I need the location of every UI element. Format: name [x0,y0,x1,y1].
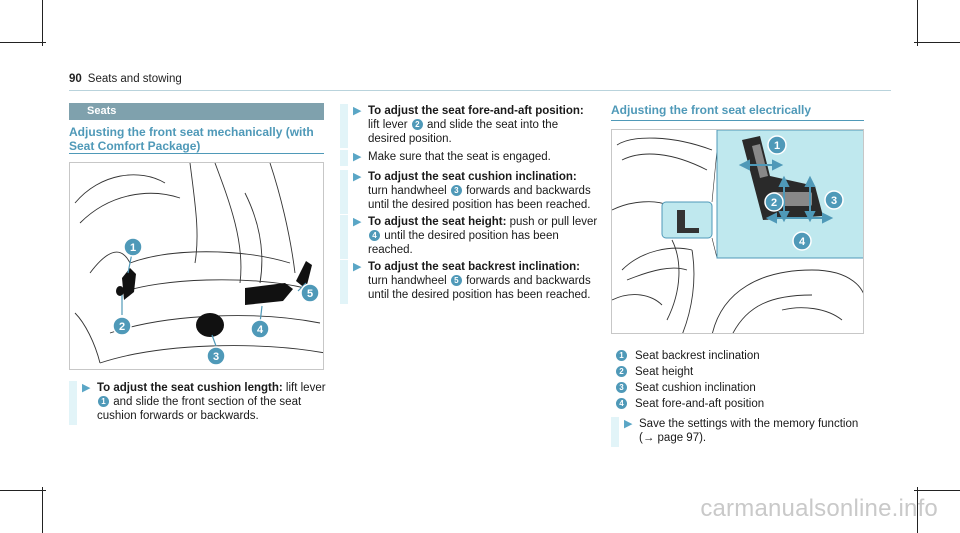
inline-callout: 5 [450,275,462,286]
electric-heading: Adjusting the front seat electrically [611,103,812,117]
inline-callout: 1 [98,396,109,407]
step-text: until the desired position has been [384,230,559,242]
page-reference-link[interactable]: (→ page 97). [639,432,707,444]
step-text: turn handwheel [368,185,447,197]
legend-row: 3 Seat cushion inclination [615,380,764,396]
step-text: forwards and backwards [466,275,591,287]
callout-2: 2 [119,321,125,333]
watermark: carmanualsonline.info [700,495,938,522]
legend-label: Seat fore-and-aft position [635,398,765,410]
callout-4: 4 [257,324,264,336]
step-text: push or pull lever [509,216,598,228]
step-arrow-icon: ▶ [353,105,362,117]
step-engaged: ▶ Make sure that the seat is engaged. [340,150,600,166]
electric-heading-rule [611,120,864,121]
running-head-title: Seats and stowing [87,73,182,85]
mechanical-heading-line1: Adjusting the front seat mechanically (w… [69,125,314,139]
legend-row: 2 Seat height [615,364,764,380]
legend-label: Seat cushion inclination [635,382,756,394]
inline-callout: 4 [369,230,380,241]
step-text: turn handwheel [368,275,447,287]
step-text: reached. [368,244,413,256]
legend-label: Seat backrest inclination [635,350,760,362]
door-panel-drawing: 1 2 3 4 [612,130,863,333]
step-fore-aft: ▶ To adjust the seat fore-and-aft positi… [340,104,600,148]
legend-number: 1 [616,350,627,361]
step-arrow-icon: ▶ [353,261,362,273]
step-text: forwards and backwards [466,185,591,197]
step-text: Save the settings with the memory functi… [639,418,859,430]
step-cushion-inclination: ▶ To adjust the seat cushion inclination… [340,170,600,214]
step-text: cushion forwards or backwards. [97,410,259,422]
step-bold: To adjust the seat cushion inclination: [368,171,577,183]
mechanical-heading-rule [69,153,324,154]
step-text: and slide the front section of the seat [113,396,302,408]
mechanical-heading-line2: Seat Comfort Package) [69,139,201,153]
step-text: lift lever [368,119,408,131]
step-arrow-icon: ▶ [353,171,362,183]
step-text: and slide the seat into the [427,119,559,131]
inline-callout: 3 [450,185,462,196]
running-head: 90 Seats and stowing [69,73,182,85]
electric-seat-illustration: 1 2 3 4 [611,129,864,334]
callout-1: 1 [130,242,136,254]
step-arrow-icon: ▶ [82,382,91,394]
step-backrest-inclination: ▶ To adjust the seat backrest inclinatio… [340,260,600,304]
step-bold: To adjust the seat fore-and-aft position… [368,105,584,117]
step-arrow-icon: ▶ [353,216,362,228]
step-text: desired position. [368,133,452,145]
legend-row: 1 Seat backrest inclination [615,348,764,364]
callout-3: 3 [213,351,219,363]
callout-1: 1 [774,140,780,152]
step-bold: To adjust the seat height: [368,216,507,228]
step-text: lift lever [285,382,326,394]
inline-callout: 2 [411,119,423,130]
callout-3: 3 [831,195,837,207]
step-cushion-length: ▶ To adjust the seat cushion length: lif… [69,381,329,425]
header-rule [69,90,891,91]
step-text: Make sure that the seat is engaged. [368,151,551,163]
legend-number: 3 [616,382,627,393]
step-seat-height: ▶ To adjust the seat height: push or pul… [340,215,600,259]
mechanical-heading: Adjusting the front seat mechanically (w… [69,125,314,153]
callout-2: 2 [771,197,777,209]
step-bold: To adjust the seat backrest inclination: [368,261,580,273]
mechanical-seat-illustration: 1 2 3 4 5 [69,162,324,370]
step-memory-function: ▶ Save the settings with the memory func… [611,417,871,447]
legend-row: 4 Seat fore-and-aft position [615,396,764,412]
step-arrow-icon: ▶ [624,418,633,430]
section-title-bar: Seats [69,103,324,120]
step-text: until the desired position has been reac… [368,289,591,301]
callout-5: 5 [307,288,313,300]
page-number: 90 [69,73,82,85]
legend-number: 4 [616,398,627,409]
seat-drawing: 1 2 3 4 5 [74,163,323,366]
legend-label: Seat height [635,366,694,378]
step-bold: To adjust the seat cushion length: [97,382,283,394]
legend-number: 2 [616,366,627,377]
step-arrow-icon: ▶ [353,151,362,163]
step-text: until the desired position has been reac… [368,199,591,211]
callout-4: 4 [799,236,806,248]
